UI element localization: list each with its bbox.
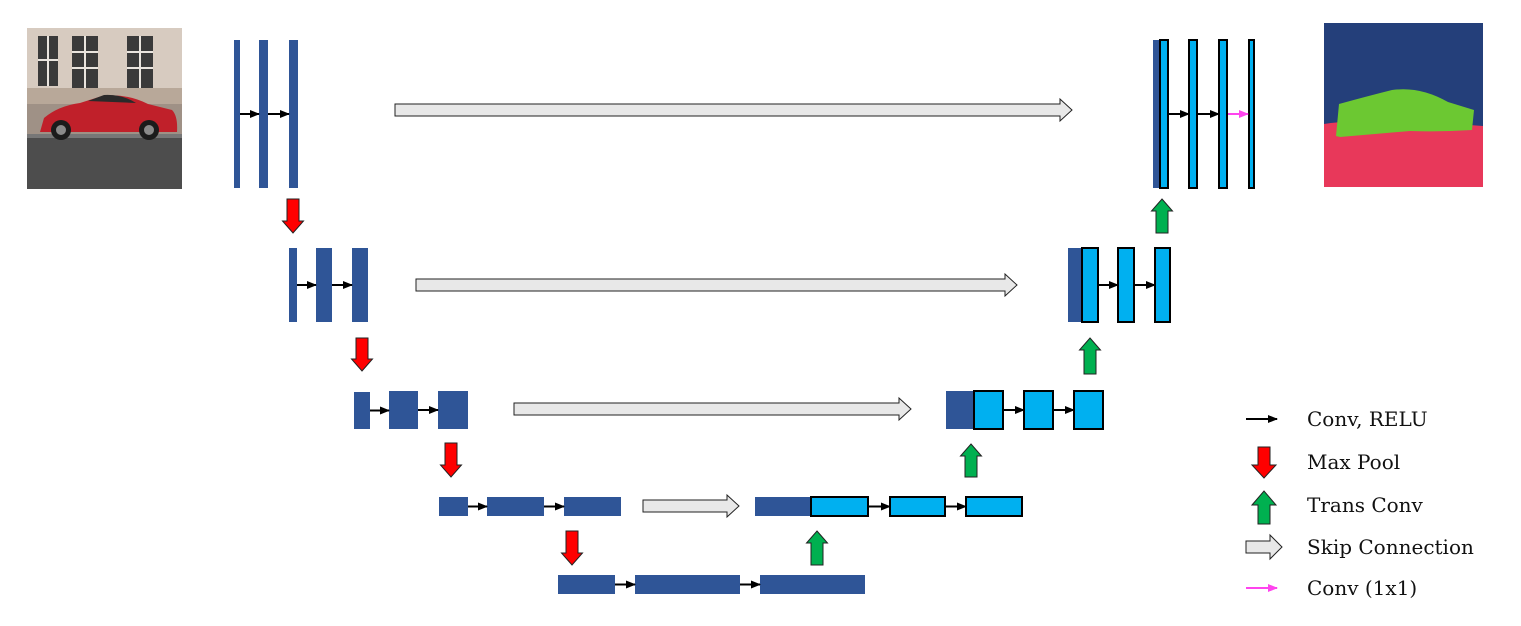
encoder-block-l1-2 [259, 40, 268, 188]
decoder-block-l1-3 [1218, 39, 1228, 189]
encoder-block-l4-1 [439, 497, 468, 516]
trans-conv-arrow-3 [959, 443, 983, 478]
decoder-block-l1-2 [1188, 39, 1198, 189]
legend-skip-connection-icon [1245, 533, 1283, 561]
decoder-block-l1-4 [1248, 39, 1255, 189]
input-image [27, 28, 182, 189]
decoder-block-l3-3 [1073, 390, 1104, 430]
encoder-block-l3-1 [354, 392, 370, 429]
decoder-block-l4-2 [889, 496, 946, 517]
encoder-block-l5-1 [558, 575, 615, 594]
legend-max-pool-label: Max Pool [1307, 450, 1400, 474]
output-segmentation-mask [1324, 23, 1483, 187]
decoder-block-l2-1 [1081, 247, 1099, 323]
max-pool-arrow-1 [281, 198, 305, 234]
trans-conv-arrow-2 [1078, 337, 1102, 375]
legend: Conv, RELU Max Pool Trans Conv Skip Conn… [1245, 407, 1474, 600]
encoder-block-l5-2 [635, 575, 740, 594]
legend-trans-conv-label: Trans Conv [1307, 493, 1424, 517]
legend-skip-connection-label: Skip Connection [1307, 535, 1474, 559]
encoder-block-l2-1 [289, 248, 297, 322]
encoder-block-l4-2 [487, 497, 544, 516]
encoder-block-l3-2 [389, 391, 418, 429]
decoder-block-l4-1 [810, 496, 869, 517]
skip-connections [394, 97, 1073, 519]
encoder-block-l1-1 [234, 40, 240, 188]
pool-and-upconv-arrows [281, 198, 1174, 566]
encoder-block-l2-2 [316, 248, 332, 322]
decoder-copied-block-l1 [1153, 40, 1162, 188]
skip-connection-arrow-3 [513, 396, 912, 422]
legend-max-pool-icon [1250, 446, 1278, 479]
decoder-copied-block-l3 [946, 391, 976, 429]
trans-conv-arrow-1 [1150, 198, 1174, 234]
trans-conv-arrow-4 [805, 530, 829, 566]
decoder-block-l2-2 [1117, 247, 1135, 323]
skip-connection-arrow-2 [415, 272, 1018, 298]
feature-map-blocks [234, 39, 1255, 594]
decoder-copied-block-l4 [755, 497, 812, 516]
decoder-block-l2-3 [1154, 247, 1171, 323]
legend-conv-1x1-label: Conv (1x1) [1307, 576, 1417, 600]
encoder-block-l3-3 [438, 391, 468, 429]
conv-relu-arrows [240, 110, 1220, 589]
legend-conv-relu-label: Conv, RELU [1307, 407, 1428, 431]
encoder-block-l1-3 [289, 40, 298, 188]
skip-connection-arrow-1 [394, 97, 1073, 123]
encoder-block-l2-3 [352, 248, 368, 322]
max-pool-arrow-3 [439, 442, 463, 478]
decoder-block-l3-2 [1023, 390, 1054, 430]
decoder-block-l4-3 [965, 496, 1023, 517]
encoder-block-l4-3 [564, 497, 621, 516]
skip-connection-arrow-4 [642, 493, 740, 519]
legend-trans-conv-icon [1250, 490, 1278, 525]
encoder-block-l5-3 [760, 575, 865, 594]
max-pool-arrow-4 [560, 530, 584, 566]
max-pool-arrow-2 [350, 337, 374, 372]
decoder-block-l3-1 [973, 390, 1004, 430]
decoder-block-l1-1 [1159, 39, 1169, 189]
